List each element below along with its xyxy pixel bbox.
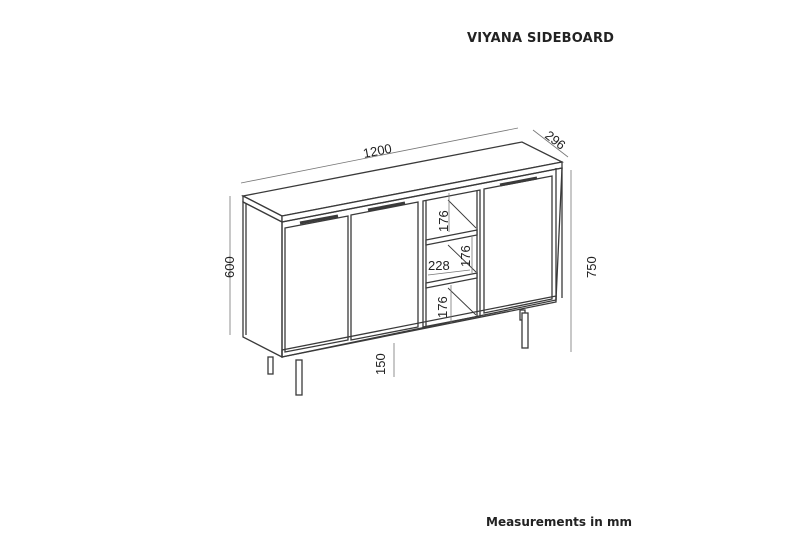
leg-height-dimension: 150 xyxy=(373,353,388,375)
dimension-lines xyxy=(229,127,572,377)
units-note: Measurements in mm xyxy=(486,515,633,529)
depth-dimension: 296 xyxy=(542,128,568,153)
diagram-title: VIYANA SIDEBOARD xyxy=(467,31,615,46)
shelf-bottom-height: 176 xyxy=(435,296,450,318)
body-height-dimension: 600 xyxy=(222,256,237,278)
shelf-middle-height: 176 xyxy=(458,245,473,267)
total-height-dimension: 750 xyxy=(584,256,599,278)
width-dimension: 1200 xyxy=(362,141,393,161)
sideboard-outline xyxy=(241,141,565,396)
shelf-width: 228 xyxy=(428,258,450,273)
shelf-top-height: 176 xyxy=(436,210,451,232)
